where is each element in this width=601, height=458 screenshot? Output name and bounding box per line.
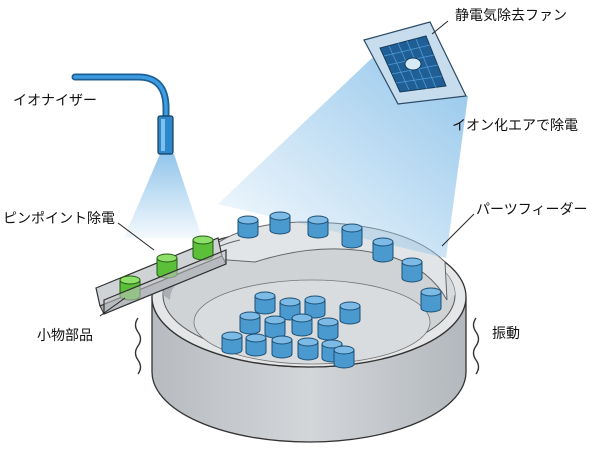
blue-part <box>297 337 319 361</box>
blue-part <box>271 335 293 359</box>
leader-line <box>431 20 449 35</box>
vibration-icon <box>134 317 142 375</box>
blue-part <box>279 297 301 321</box>
leader-line <box>441 213 475 247</box>
ionizer-nozzle <box>157 115 174 155</box>
chute-front-wall <box>103 249 227 315</box>
label-ionized-air: イオン化エアで除電 <box>452 118 578 134</box>
blue-part <box>221 331 243 355</box>
label-ionizer: イオナイザー <box>13 93 97 109</box>
blue-part <box>317 317 339 341</box>
ionizer-ion-beam <box>124 154 202 238</box>
label-static-fan: 静電気除去ファン <box>455 8 567 24</box>
blue-part <box>339 301 361 325</box>
fan-ion-beam <box>218 58 468 258</box>
label-vibration: 振動 <box>492 326 520 342</box>
leader-line <box>99 297 126 317</box>
vibration-icon <box>472 317 480 375</box>
blue-part <box>245 333 267 357</box>
blue-part <box>420 287 442 313</box>
label-small-parts: 小物部品 <box>37 328 93 344</box>
blue-part <box>291 313 313 337</box>
label-pinpoint: ピンポイント除電 <box>3 211 115 227</box>
fan-hub <box>404 57 422 71</box>
blue-part <box>372 237 394 263</box>
blue-part <box>307 215 329 239</box>
blue-part <box>333 345 355 369</box>
track-parts <box>237 211 442 313</box>
parts-chute <box>95 235 227 315</box>
blue-part <box>237 215 259 239</box>
blue-part <box>401 257 423 283</box>
blue-part <box>264 315 286 339</box>
blue-part <box>269 211 291 235</box>
label-parts-feeder: パーツフィーダー <box>476 202 587 218</box>
blue-part <box>304 295 326 319</box>
blue-part <box>254 291 276 315</box>
blue-part <box>341 223 363 249</box>
ionizer <box>71 73 174 155</box>
leader-line <box>117 222 155 251</box>
blue-part <box>239 311 261 335</box>
parts-pile <box>221 291 361 369</box>
static-elimination-fan <box>363 21 467 105</box>
